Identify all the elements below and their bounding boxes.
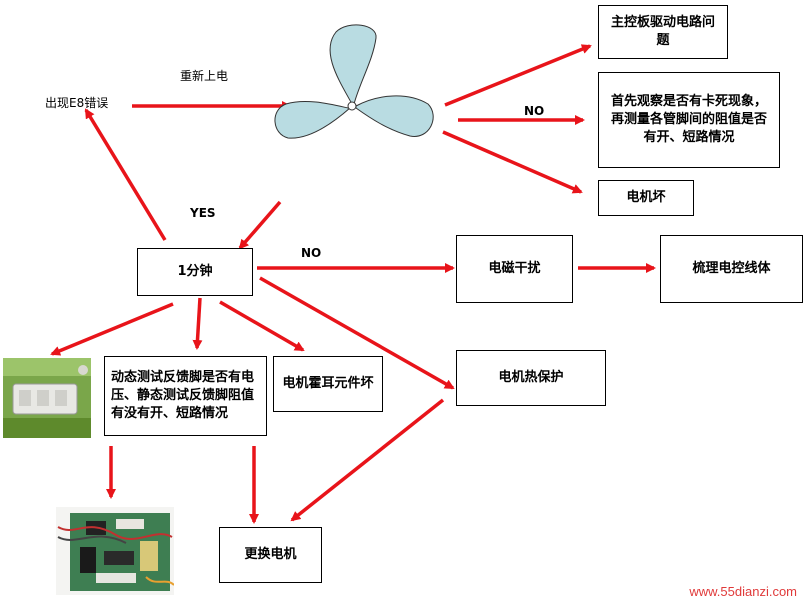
thermal-text: 电机热保护 <box>498 370 564 385</box>
control-board-photo <box>56 507 174 595</box>
emi-text: 电磁干扰 <box>488 261 541 276</box>
one-minute-text: 1分钟 <box>177 264 213 279</box>
arrow-oneminute-to-feedback <box>192 297 203 350</box>
start-label: 出现E8错误 <box>45 96 109 110</box>
yes-label: YES <box>190 206 216 220</box>
hall-broken-text: 电机霍耳元件坏 <box>282 376 374 391</box>
replace-motor-box: 更换电机 <box>219 527 322 583</box>
wiring-box: 梳理电控线体 <box>660 235 803 303</box>
arrow-oneminute-to-photo <box>50 302 174 356</box>
board-drive-text: 主控板驱动电路问题 <box>610 15 715 48</box>
connector-photo <box>3 358 91 438</box>
feedback-test-box: 动态测试反馈脚是否有电压、静态测试反馈脚阻值有没有开、短路情况 <box>104 356 267 436</box>
arrow-fan-to-board <box>444 44 592 107</box>
no-label-top: NO <box>524 104 545 118</box>
feedback-test-text: 动态测试反馈脚是否有电压、静态测试反馈脚阻值有没有开、短路情况 <box>111 370 255 421</box>
board-drive-box: 主控板驱动电路问题 <box>598 5 728 59</box>
arrow-oneminute-to-thermal <box>259 276 455 390</box>
repower-label: 重新上电 <box>180 69 229 83</box>
arrow-fan-to-motor <box>442 130 583 194</box>
thermal-box: 电机热保护 <box>456 350 606 406</box>
wiring-text: 梳理电控线体 <box>692 261 771 276</box>
emi-box: 电磁干扰 <box>456 235 573 303</box>
motor-broken-text: 电机坏 <box>626 190 666 205</box>
fan-icon <box>274 24 434 139</box>
replace-motor-text: 更换电机 <box>244 547 297 562</box>
arrow-fan-to-oneminute <box>238 200 282 250</box>
one-minute-box: 1分钟 <box>137 248 253 296</box>
no-label-mid: NO <box>301 246 322 260</box>
arrow-oneminute-to-hall <box>219 300 305 352</box>
inspect-box: 首先观察是否有卡死现象，再测量各管脚间的阻值是否有开、短路情况 <box>598 72 780 168</box>
inspect-text: 首先观察是否有卡死现象，再测量各管脚间的阻值是否有开、短路情况 <box>611 94 768 145</box>
arrow-thermal-to-replace <box>290 398 445 522</box>
hall-broken-box: 电机霍耳元件坏 <box>273 356 383 412</box>
motor-broken-box: 电机坏 <box>598 180 694 216</box>
watermark: www.55dianzi.com <box>689 584 797 599</box>
arrow-oneminute-to-start <box>84 108 167 241</box>
